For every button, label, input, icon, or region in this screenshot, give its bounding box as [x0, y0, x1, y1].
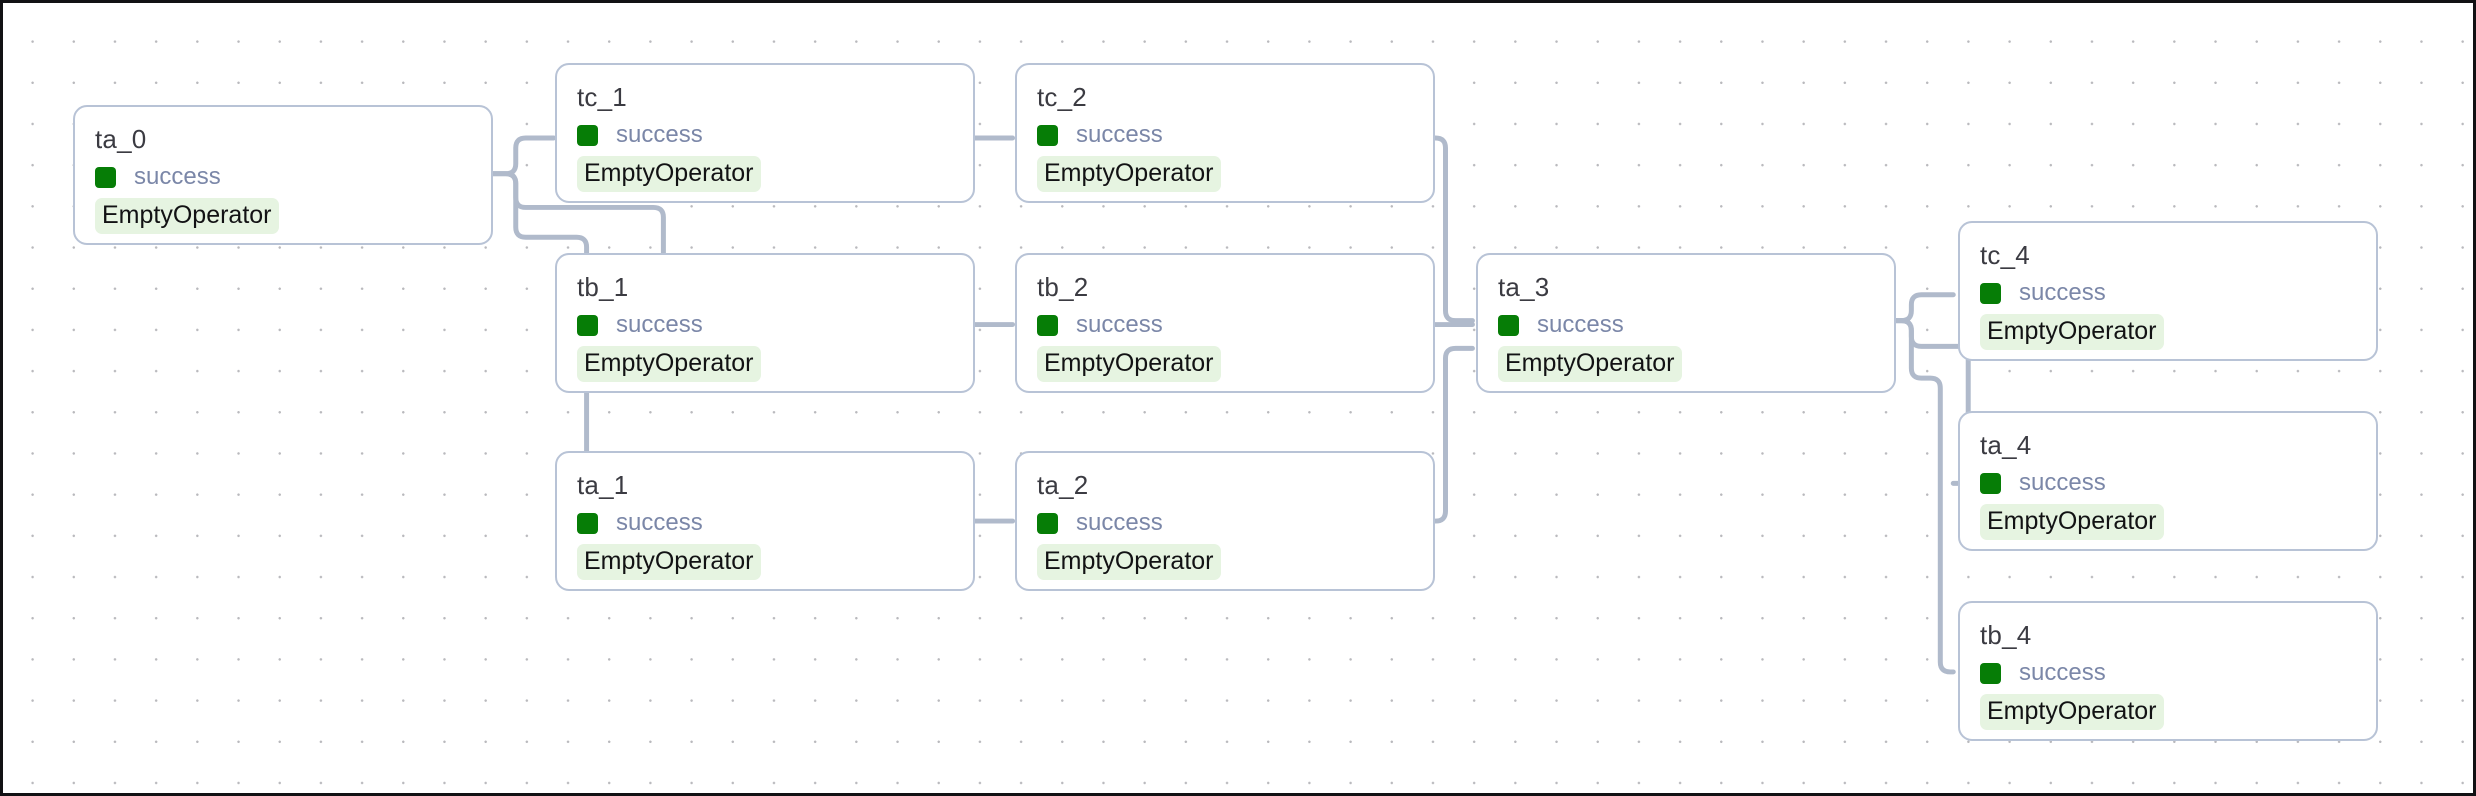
task-state-label: success: [2019, 659, 2106, 686]
task-operator-chip: EmptyOperator: [1498, 346, 1682, 382]
status-square-icon: [1037, 124, 1058, 146]
status-square-icon: [577, 314, 598, 336]
task-state-row: success: [1037, 311, 1413, 339]
status-square-icon: [1980, 662, 2001, 684]
status-square-icon: [1037, 512, 1058, 534]
task-state-row: success: [1980, 659, 2356, 687]
task-state-row: success: [1980, 279, 2356, 307]
task-operator-chip: EmptyOperator: [577, 346, 761, 382]
task-state-label: success: [616, 121, 703, 148]
task-state-label: success: [2019, 469, 2106, 496]
task-state-row: success: [577, 311, 953, 339]
task-node-title: ta_0: [95, 124, 147, 154]
task-state-label: success: [1076, 121, 1163, 148]
task-state-label: success: [1537, 311, 1624, 338]
edge-ta_3-to-tb_4: [1888, 318, 1956, 675]
task-node-title: ta_3: [1498, 272, 1550, 302]
task-state-label: success: [134, 163, 221, 190]
edge-ta_3-to-tc_4: [1888, 292, 1956, 324]
status-square-icon: [95, 166, 116, 188]
status-square-icon: [1980, 282, 2001, 304]
task-operator-chip: EmptyOperator: [1980, 314, 2164, 350]
task-operator-chip: EmptyOperator: [1980, 694, 2164, 730]
edge-ta_2-to-ta_3: [1429, 345, 1475, 524]
task-state-label: success: [616, 311, 703, 338]
task-state-row: success: [95, 163, 471, 191]
edge-tc_2-to-ta_3: [1429, 135, 1475, 324]
task-operator-chip: EmptyOperator: [1980, 504, 2164, 540]
task-state-label: success: [2019, 279, 2106, 306]
task-operator-chip: EmptyOperator: [1037, 156, 1221, 192]
task-node-title: tc_1: [577, 82, 627, 112]
task-operator-chip: EmptyOperator: [1037, 346, 1221, 382]
task-state-row: success: [577, 509, 953, 537]
task-state-row: success: [1498, 311, 1874, 339]
task-operator-chip: EmptyOperator: [1037, 544, 1221, 580]
status-square-icon: [1037, 314, 1058, 336]
task-node-title: ta_4: [1980, 430, 2032, 460]
task-node-title: tb_4: [1980, 620, 2032, 650]
task-operator-chip: EmptyOperator: [95, 198, 279, 234]
task-node-title: ta_2: [1037, 470, 1089, 500]
task-operator-chip: EmptyOperator: [577, 544, 761, 580]
task-node-title: tc_2: [1037, 82, 1087, 112]
task-state-label: success: [1076, 509, 1163, 536]
task-node-title: ta_1: [577, 470, 629, 500]
task-state-label: success: [616, 509, 703, 536]
edge-ta_0-to-tc_1: [489, 135, 557, 177]
task-node-title: tb_2: [1037, 272, 1089, 302]
status-square-icon: [577, 512, 598, 534]
task-state-row: success: [577, 121, 953, 149]
task-state-label: success: [1076, 311, 1163, 338]
task-operator-chip: EmptyOperator: [577, 156, 761, 192]
status-square-icon: [577, 124, 598, 146]
task-state-row: success: [1037, 121, 1413, 149]
task-node-title: tc_4: [1980, 240, 2030, 270]
task-state-row: success: [1037, 509, 1413, 537]
status-square-icon: [1980, 472, 2001, 494]
status-square-icon: [1498, 314, 1519, 336]
task-state-row: success: [1980, 469, 2356, 497]
task-node-title: tb_1: [577, 272, 629, 302]
